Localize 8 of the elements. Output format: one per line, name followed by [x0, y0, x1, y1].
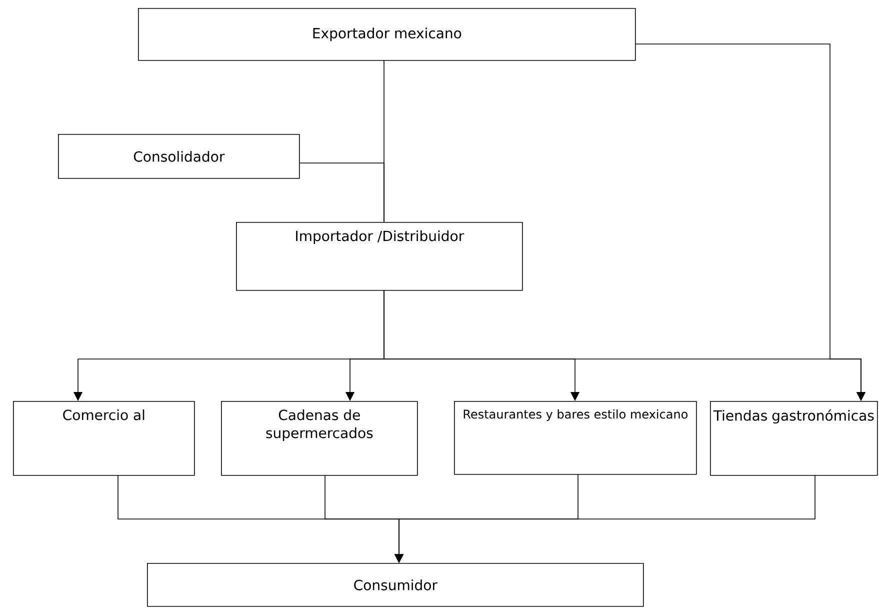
process-box: Cadenas de supermercados [221, 401, 418, 476]
process-box: Tiendas gastronómicas [710, 401, 878, 476]
process-box: Consolidador [58, 134, 300, 179]
process-box: Exportador mexicano [138, 8, 636, 61]
process-box: Importador /Distribuidor [236, 222, 523, 291]
process-box: Comercio al [13, 401, 195, 476]
process-box: Restaurantes y bares estilo mexicano [454, 401, 697, 475]
process-box: Consumidor [147, 563, 644, 607]
